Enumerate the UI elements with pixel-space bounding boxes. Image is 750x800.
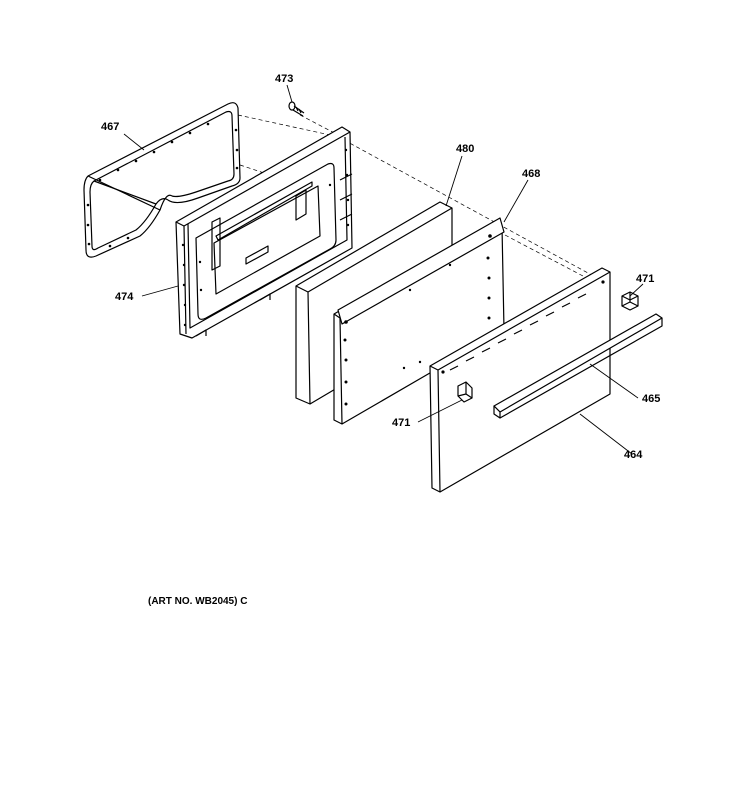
screw-473 (288, 101, 305, 117)
art-number: (ART NO. WB2045) C (148, 596, 247, 607)
callout-480: 480 (456, 143, 474, 155)
callout-465: 465 (642, 393, 660, 405)
handle-465 (493, 313, 663, 419)
callout-471-right: 471 (636, 273, 654, 285)
door-liner-474 (175, 126, 353, 339)
callout-471-left: 471 (392, 417, 410, 429)
leader-lines (123, 84, 644, 455)
inner-panel-468 (333, 217, 505, 425)
vent-slots (449, 293, 587, 371)
callout-464: 464 (624, 449, 643, 461)
callout-473: 473 (275, 73, 293, 85)
gasket-467 (83, 102, 241, 258)
bracket-471-right (621, 291, 639, 311)
callout-467: 467 (101, 121, 119, 133)
bracket-471-left (457, 381, 473, 403)
callout-468: 468 (522, 168, 540, 180)
callout-474: 474 (115, 291, 134, 303)
outer-door-panel-464 (429, 267, 611, 493)
